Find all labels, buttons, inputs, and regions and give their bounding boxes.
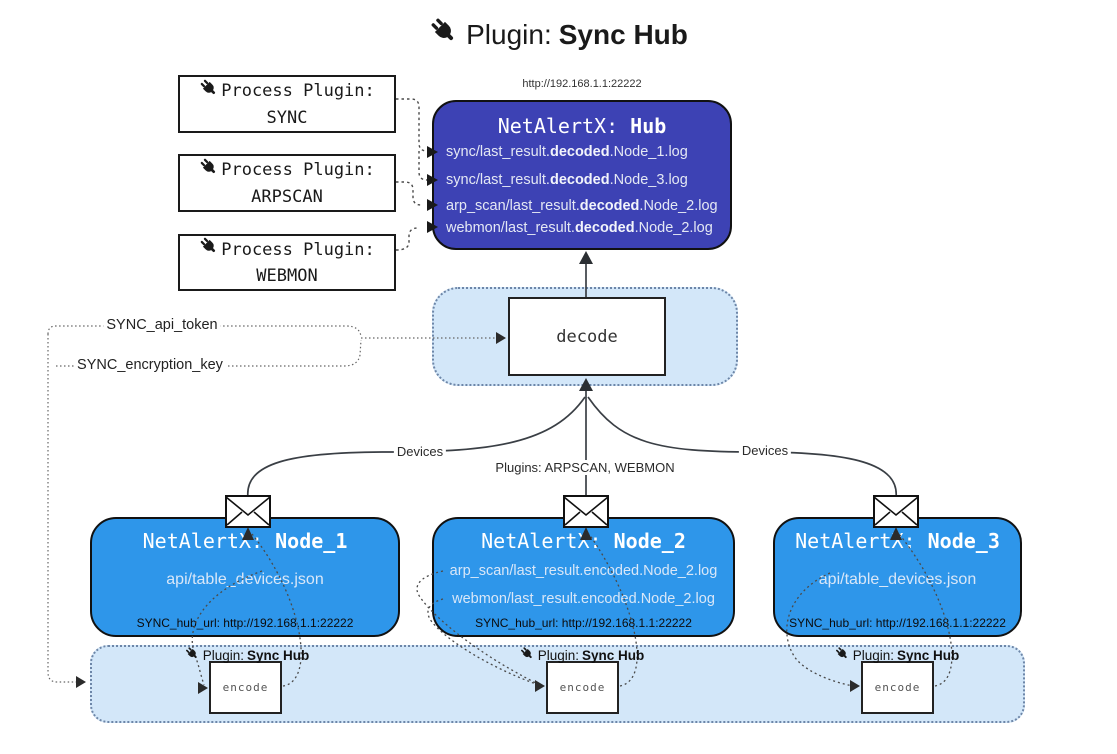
encode-box: encode: [546, 661, 619, 714]
process-plugin-name: WEBMON: [256, 266, 318, 286]
node-hub-url: SYNC_hub_url: http://192.168.1.1:22222: [789, 616, 1006, 630]
plug-icon: [520, 646, 535, 664]
hub-title-prefix: NetAlertX:: [497, 114, 619, 138]
plug-icon: [429, 16, 459, 53]
process-plugin-name: SYNC: [266, 107, 308, 128]
sync-api-token-label: SYNC_api_token: [103, 317, 221, 333]
arrowhead-into-hub: [579, 251, 593, 264]
node-file: arp_scan/last_result.encoded.Node_2.log: [449, 563, 718, 579]
page-title: Plugin: Sync Hub: [0, 16, 1117, 53]
devices-right-label: Devices: [738, 443, 792, 458]
node-title: NetAlertX: Node_2: [481, 529, 686, 553]
hub-title-name: Hub: [630, 114, 667, 138]
band-plugin-label: Plugin:Sync Hub: [520, 646, 644, 664]
decode-box: decode: [508, 297, 666, 376]
plugin-to-hub-connectors: [395, 98, 428, 251]
plug-icon: [199, 236, 219, 264]
plugins-center-label: Plugins: ARPSCAN, WEBMON: [492, 460, 678, 475]
band-plugin-label: Plugin:Sync Hub: [835, 646, 959, 664]
node-hub-url: SYNC_hub_url: http://192.168.1.1:22222: [475, 616, 692, 630]
plug-icon: [835, 646, 850, 664]
title-prefix: Plugin:: [466, 18, 552, 50]
hub-log-line: sync/last_result.decoded.Node_3.log: [446, 172, 688, 188]
hub-log-line: arp_scan/last_result.decoded.Node_2.log: [446, 198, 718, 214]
hub-log-line: webmon/last_result.decoded.Node_2.log: [446, 220, 713, 236]
node-file: api/table_devices.json: [166, 571, 324, 588]
key-down-line: [47, 334, 76, 683]
node-file: api/table_devices.json: [818, 571, 977, 588]
devices-left-label: Devices: [393, 444, 447, 459]
node-3-box: NetAlertX: Node_3 api/table_devices.json…: [773, 517, 1022, 637]
plug-icon: [199, 78, 219, 106]
process-plugin-sync-box: Process Plugin: SYNC: [178, 75, 396, 133]
hub-box: NetAlertX: Hub sync/last_result.decoded.…: [432, 100, 732, 250]
title-name: Sync Hub: [558, 18, 688, 50]
process-plugin-name: ARPSCAN: [251, 186, 323, 207]
node-2-box: NetAlertX: Node_2 arp_scan/last_result.e…: [432, 517, 735, 637]
process-plugin-label: Process Plugin:: [221, 81, 375, 101]
encode-box: encode: [861, 661, 934, 714]
node-hub-url: SYNC_hub_url: http://192.168.1.1:22222: [136, 616, 354, 630]
node-title: NetAlertX: Node_1: [142, 529, 348, 553]
hub-title: NetAlertX: Hub: [434, 114, 730, 138]
node-file: webmon/last_result.encoded.Node_2.log: [452, 591, 715, 607]
plug-icon: [185, 646, 200, 664]
node-1-box: NetAlertX: Node_1 api/table_devices.json…: [90, 517, 400, 637]
sync-to-log1: [396, 98, 428, 152]
sync-encryption-key-label: SYNC_encryption_key: [74, 357, 226, 373]
process-plugin-webmon-box: Process Plugin: WEBMON: [178, 234, 396, 291]
plug-icon: [199, 157, 219, 185]
sync-to-log2: [418, 151, 428, 181]
arpscan-to-log3: [396, 181, 422, 206]
hub-url: http://192.168.1.1:22222: [522, 78, 642, 90]
process-plugin-label: Process Plugin:: [221, 160, 375, 180]
process-plugin-arpscan-box: Process Plugin: ARPSCAN: [178, 154, 396, 212]
band-plugin-label: Plugin:Sync Hub: [185, 646, 309, 664]
process-plugin-label: Process Plugin:: [221, 239, 375, 260]
webmon-to-log4: [395, 227, 419, 251]
hub-log-line: sync/last_result.decoded.Node_1.log: [446, 144, 688, 160]
node-title: NetAlertX: Node_3: [795, 529, 1000, 553]
encode-box: encode: [209, 661, 282, 714]
